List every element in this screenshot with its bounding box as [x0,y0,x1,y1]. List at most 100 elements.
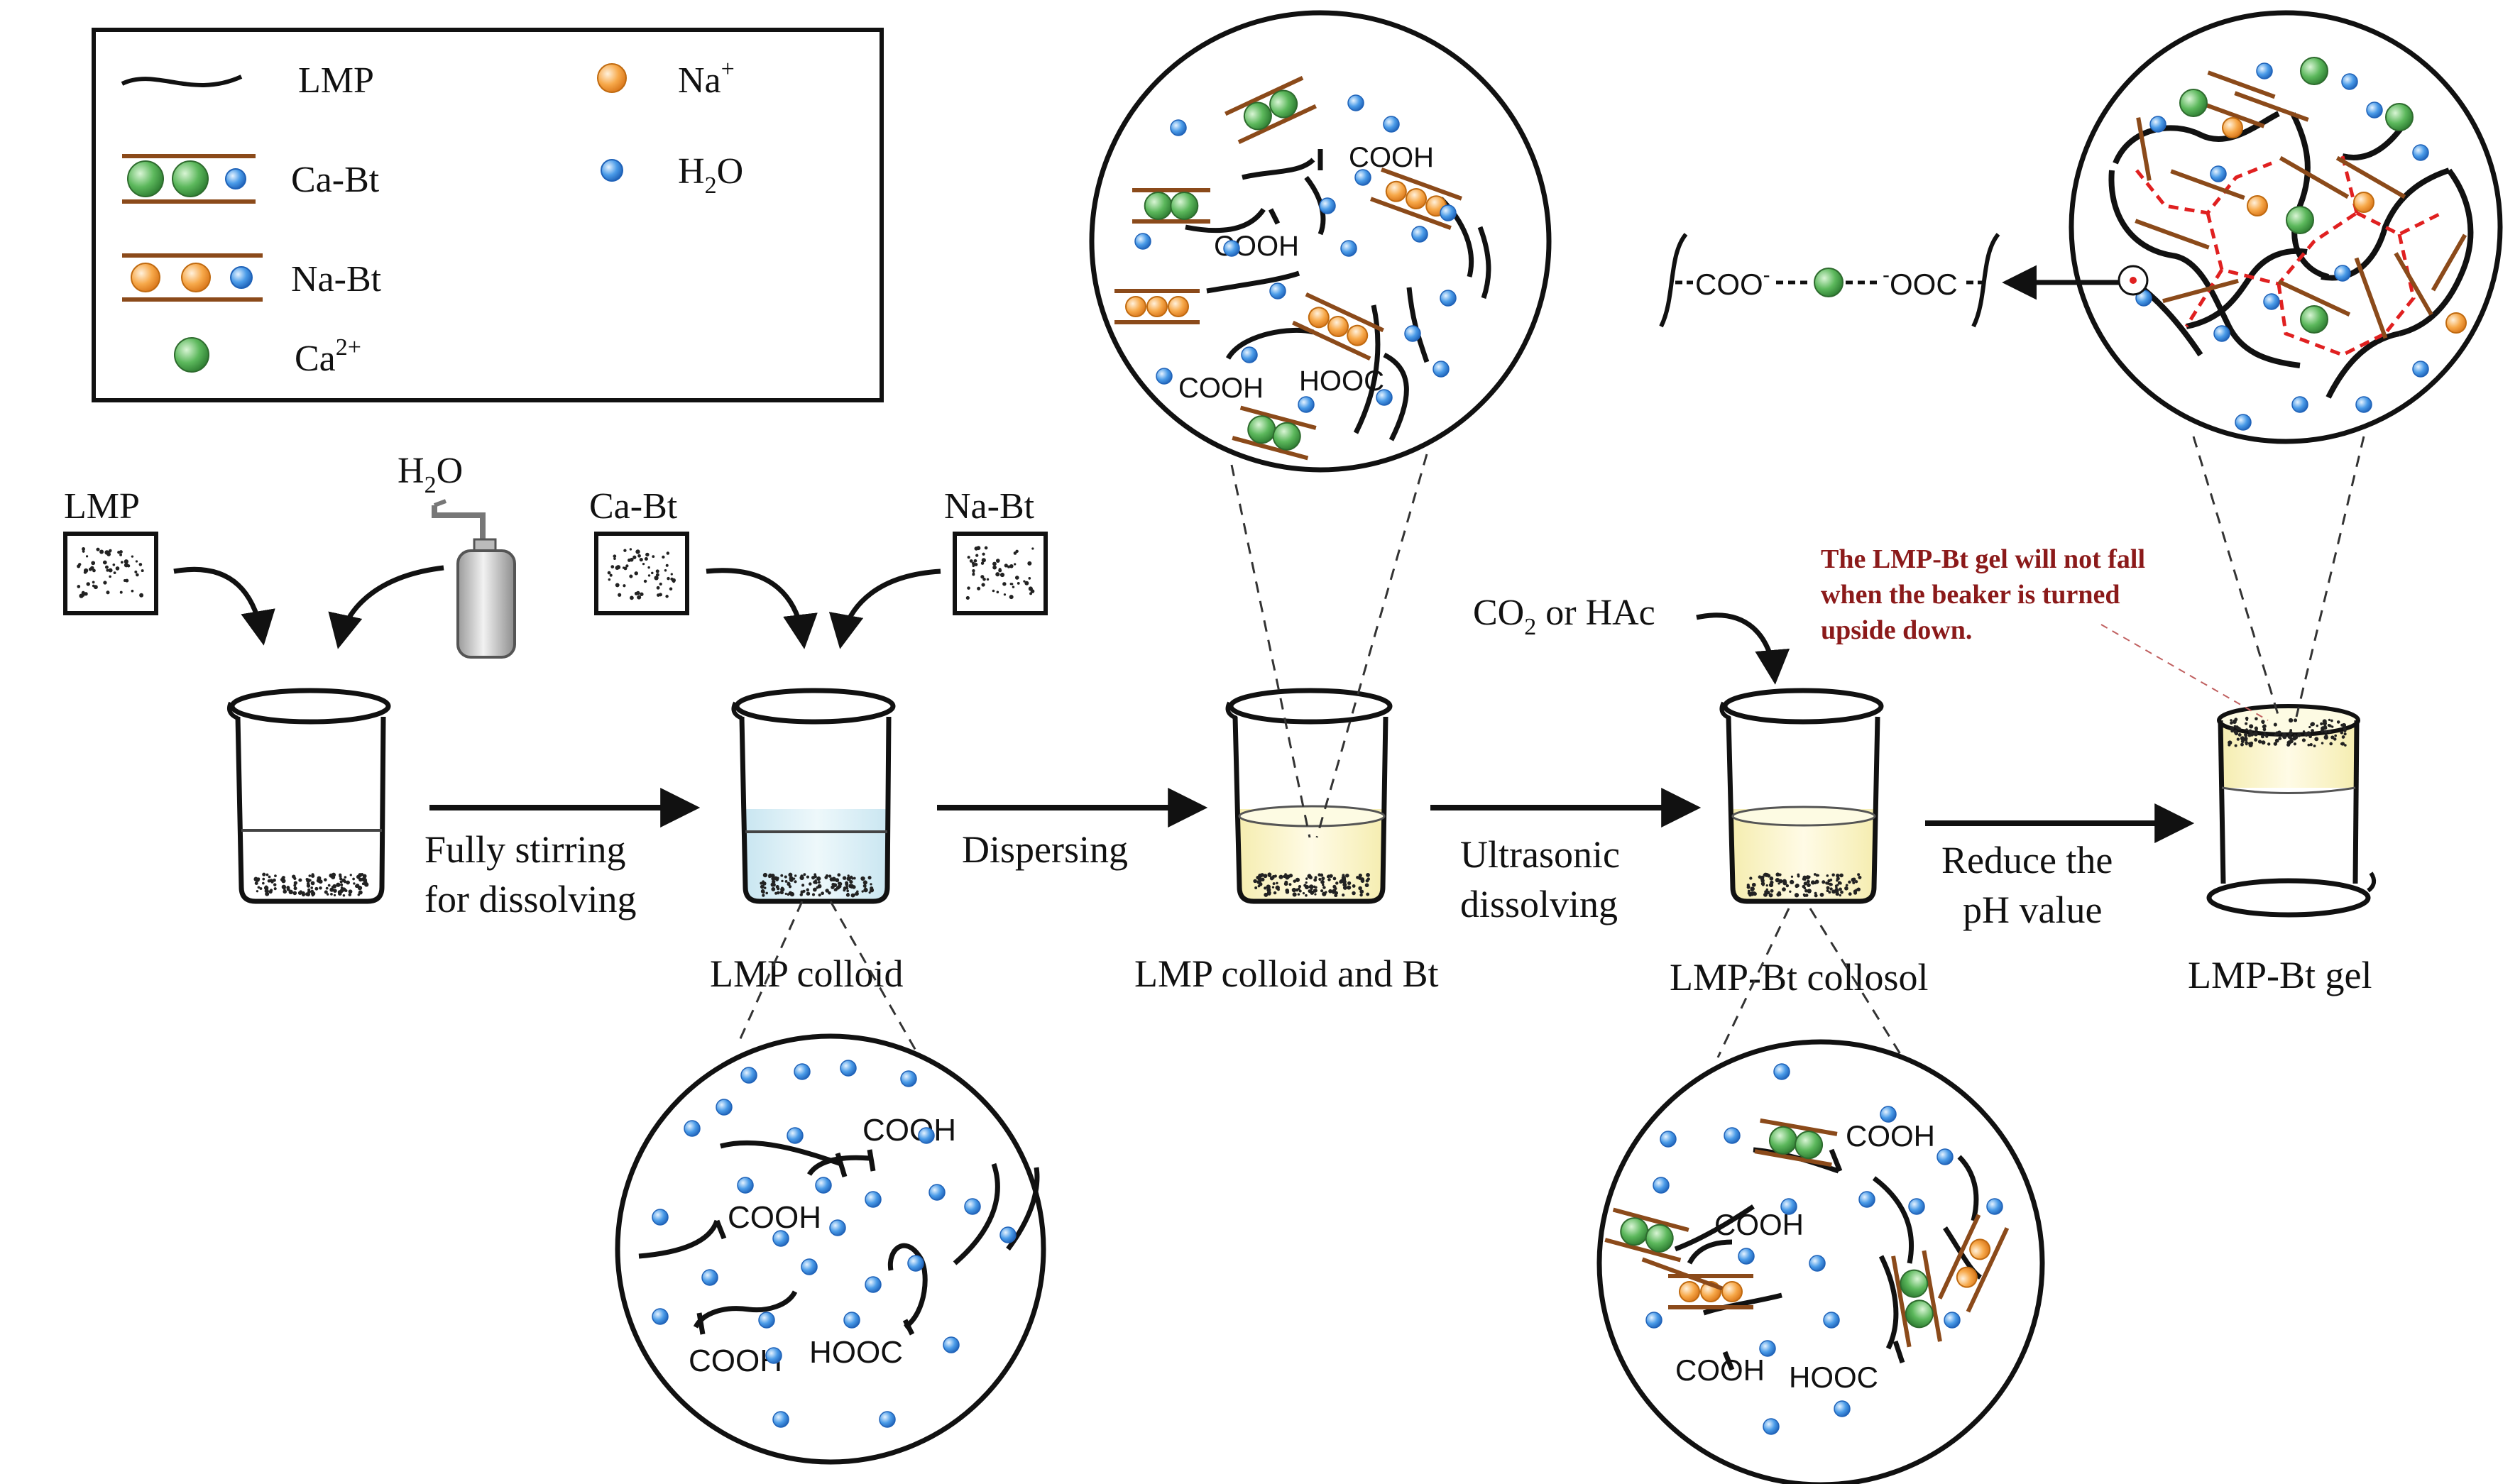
powder-dot [610,565,615,568]
bt-plate [2394,252,2433,316]
powder-dot [342,894,346,897]
powder-dot [2265,735,2269,738]
legend-na-sup: + [721,56,735,82]
powder-dot [2255,717,2258,721]
powder-dot [1002,582,1007,586]
powder-dot [90,566,94,571]
powder-dot [2262,727,2267,732]
bt-plate [1370,197,1452,231]
cooh-label: COOH [728,1200,821,1235]
step3-line1: Ultrasonic [1460,833,1620,876]
powder-dot [828,891,831,895]
bt-plate-pair [1937,1214,2010,1313]
powder-dot [1826,881,1830,885]
powder-dot [2237,733,2242,737]
water-molecule-icon [1936,1148,1954,1165]
powder-dot [1272,882,1276,885]
powder-dot [309,879,312,882]
bt-plate [2170,169,2245,200]
powder-dot [325,886,329,890]
step1-line2: for dissolving [424,878,637,920]
cooh-label: COOH [1349,142,1434,173]
powder-dot [1749,876,1753,880]
powder-dot [771,887,776,891]
powder-dot [1855,889,1858,892]
powder-dot [1317,873,1321,876]
powder-dot [1305,894,1308,897]
powder-dot [999,572,1005,578]
beaker-5-label: LMP-Bt gel [2188,954,2372,996]
step1-line1: Fully stirring [424,828,626,871]
powder-dot [269,879,273,883]
note-pointer-line [2100,624,2269,721]
water-molecule-icon [794,1063,811,1080]
powder-dot [977,586,981,590]
powder-dot [310,881,315,886]
powder-dot [2340,730,2344,735]
powder-dot [1826,874,1829,877]
powder-dot [842,876,847,880]
powder-dot [843,886,847,891]
powder-dot [2230,721,2233,725]
powder-dot [2278,737,2282,741]
water-molecule-icon [2256,62,2273,79]
water-molecule-icon [843,1312,860,1329]
powder-dot [288,889,293,895]
coo-left-base: COO [1695,268,1763,301]
water-molecule-icon [2341,73,2358,90]
note-line-1: The LMP-Bt gel will not fall [1821,544,2145,574]
powder-dot [1334,886,1337,890]
powder-dot [131,589,134,593]
powder-dot [340,886,344,889]
step4-line1: Reduce the [1941,839,2113,881]
powder-dot [1273,891,1277,895]
powder-dot [2330,735,2335,740]
powder-dot [972,569,975,573]
powder-dot [2333,737,2337,741]
powder-dot [856,890,859,893]
powder-dot [662,555,665,559]
powder-dot [339,877,343,881]
bt-plate-single [1641,1257,1724,1291]
water-molecule-icon [737,1177,754,1194]
powder-dot [2261,720,2265,724]
powder-dot [762,881,767,886]
powder-dot [1360,879,1365,883]
powder-dot [984,546,988,550]
na-ion-icon [1956,1266,1978,1288]
powder-dot [1335,891,1339,895]
input-water-sub: 2 [424,472,437,498]
zoom-circle-collosol: COOH COOH COOH HOOC [1596,1039,2045,1484]
powder-dot [967,586,970,590]
powder-dot [1831,889,1836,894]
powder-dot [1804,889,1808,893]
powder-dot [2294,718,2298,722]
input-water-o: O [437,451,464,491]
bt-plate-single [2431,233,2467,292]
water-molecule-icon [1440,290,1457,307]
powder-dot [1775,872,1780,877]
bt-plate-single [2136,117,2152,181]
na-ion-icon [1347,324,1369,346]
water-molecules [2135,62,2429,431]
powder-dot [1836,874,1840,878]
powder-dot [799,893,803,896]
powder-dot [1267,892,1271,896]
bt-plate [1641,1257,1724,1291]
ca-bt-icon [122,154,256,204]
powder-dot [974,563,978,566]
powder-dot [2250,741,2254,745]
water-molecule-icon [1411,226,1428,243]
powder-dot [317,876,322,881]
powder-dot [82,593,85,597]
powder-dot [2328,730,2332,734]
water-molecule-icon [865,1276,882,1293]
powder-dot [104,565,109,569]
water-molecule-icon [1660,1131,1677,1148]
powder-dot [1024,581,1029,586]
input-na-bt-label: Na-Bt [944,486,1035,527]
bt-plate [1937,1214,1981,1299]
powder-dot [659,582,662,586]
powder-dot [1789,890,1792,894]
